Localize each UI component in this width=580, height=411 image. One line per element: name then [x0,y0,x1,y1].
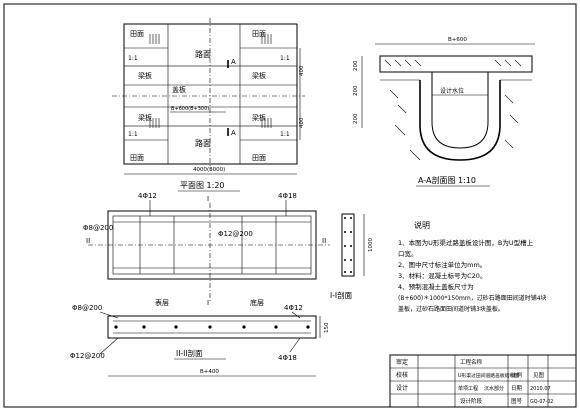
section-i-title: I-I剖面 [330,290,353,300]
titleblock-drawing-label: 设计阶段 [460,397,483,405]
section-a-cover-slab [379,55,533,73]
plan-dim-side-b: 400 [299,117,305,128]
section-a-title: A-A剖面图 1:10 [418,175,476,185]
section-ii-title: II-II剖面 [176,348,203,358]
rebar-bottom-label: 底层 [250,298,264,307]
titleblock-date-label: 日期 [511,385,523,392]
plan-title: 平面图 1:20 [180,181,225,190]
plan-dim-side-a: 400 [299,65,305,76]
notes-line-5: 4、预制混凝土盖板尺寸为 [398,282,474,291]
plan-road-label-top: 路面 [195,49,211,59]
plan-field-label-bl: 田面 [130,154,144,162]
rebar-label-center: Φ12@200 [218,230,253,238]
title-block: 审定 校核 设计 设计阶段 工程名称 U形渠过田间道路盖板结构图 单项工程 沉水… [389,354,577,408]
section-a-dim-left-mid: 200 [353,85,359,96]
section-i-view: 1000 I-I剖面 [330,213,374,300]
rebar-section-ii-right: II [322,237,326,245]
plan-slope-label-bl: 1:1 [128,131,138,138]
section-ii-label-lower-left: Φ12@200 [70,352,105,360]
rebar-label-top-left: 4Φ12 [138,192,157,200]
plan-cover-label: 盖板 [172,85,186,94]
plan-section-marker-bottom: A [231,129,236,137]
rebar-section-i-top: I [207,195,209,203]
titleblock-review-label: 审定 [396,358,408,366]
notes-line-3: 2、图中尺寸标注单位为mm。 [398,260,486,269]
section-a-dim-top: B+600 [448,37,467,43]
notes-line-6: (B+600)＊1000*150mm，过砂石路面田间道时铺4块 [398,294,547,302]
notes-line-2: 口宽。 [398,249,418,258]
plan-dim-inner: B+600(B+300) [171,106,209,112]
section-ii-dim-150: 150 [324,322,330,333]
section-i-outline [341,213,355,277]
titleblock-part-value: 沉水部分 [484,385,504,392]
section-ii-outline [107,315,317,339]
plan-field-label-br: 田面 [252,154,266,162]
titleblock-number-label: 图号 [511,397,523,405]
section-ii-dim-width: B+400 [200,369,219,375]
titleblock-date-value: 2010.07 [530,386,551,392]
rebar-label-left: Φ8@200 [83,224,113,232]
notes-line-4: 3、材料：混凝土标号为C20。 [398,271,486,280]
section-ii-label-left: Φ8@200 [72,304,102,312]
rebar-plan-view: I I II II 4Φ12 4Φ18 Φ8@200 Φ12@200 表层 底层 [83,192,330,307]
plan-dim-total: 4000(3000) [193,167,225,173]
plan-road-label-bottom: 路面 [195,138,211,148]
notes-block: 说明 1、本图为U形渠过路盖板设计图，B为U型槽上 口宽。 2、图中尺寸标注单位… [398,220,547,313]
plan-slab-label-tr: 梁板 [252,71,266,80]
section-a-dim-left-top: 200 [353,60,359,71]
titleblock-check-label: 校核 [396,371,408,379]
plan-view: 田面 田面 田面 田面 路面 路面 梁板 梁板 梁板 梁板 盖板 1:1 1:1… [112,18,305,192]
plan-slab-label-tl: 梁板 [138,71,152,80]
section-ii-label-right: 4Φ12 [284,304,303,312]
section-a-water-label: 设计水位 [440,87,464,95]
section-a-dim-left-low: 200 [353,113,359,124]
plan-slope-label-tl: 1:1 [128,55,138,62]
titleblock-scale-label: 比例 [511,371,523,379]
rebar-section-i-bottom: I [207,299,209,307]
notes-line-1: 1、本图为U形渠过路盖板设计图，B为U型槽上 [398,238,534,247]
titleblock-scale-value: 见图 [533,371,545,379]
rebar-surface-label: 表层 [155,298,169,307]
section-a-u-inner [431,80,489,149]
plan-slope-label-br: 1:1 [280,131,290,138]
plan-slab-label-bl: 梁板 [138,113,152,122]
rebar-section-ii-left: II [86,237,90,245]
titleblock-drawing-name: U形渠过田间道路盖板结构图 [458,372,519,379]
titleblock-project-label: 工程名称 [460,358,483,366]
plan-field-label-tl: 田面 [130,30,144,38]
plan-section-marker-top: A [231,58,236,66]
section-ii-view: Φ8@200 4Φ12 4Φ18 Φ12@200 II-II剖面 150 B+4… [70,304,330,377]
plan-slab-label-br: 梁板 [252,113,266,122]
section-a-view: B+600 设计水位 200 200 200 A-A剖面图 1:10 [353,37,535,187]
plan-slope-label-tr: 1:1 [280,55,290,62]
notes-line-7: 盖板，过砂石路面田间道时铺3块盖板。 [398,305,504,313]
section-i-dim-height: 1000 [368,238,374,252]
rebar-label-top-right: 4Φ18 [278,192,297,200]
section-ii-label-lower-right: 4Φ18 [278,354,297,362]
notes-title: 说明 [414,220,430,230]
titleblock-number-value: GQ-07-02 [530,399,553,405]
sheet-border [3,3,577,408]
section-a-u-outer [419,80,501,161]
titleblock-stage-value: 单项工程 [458,385,478,392]
plan-field-label-tr: 田面 [252,30,266,38]
titleblock-design-label: 设计 [396,384,408,392]
